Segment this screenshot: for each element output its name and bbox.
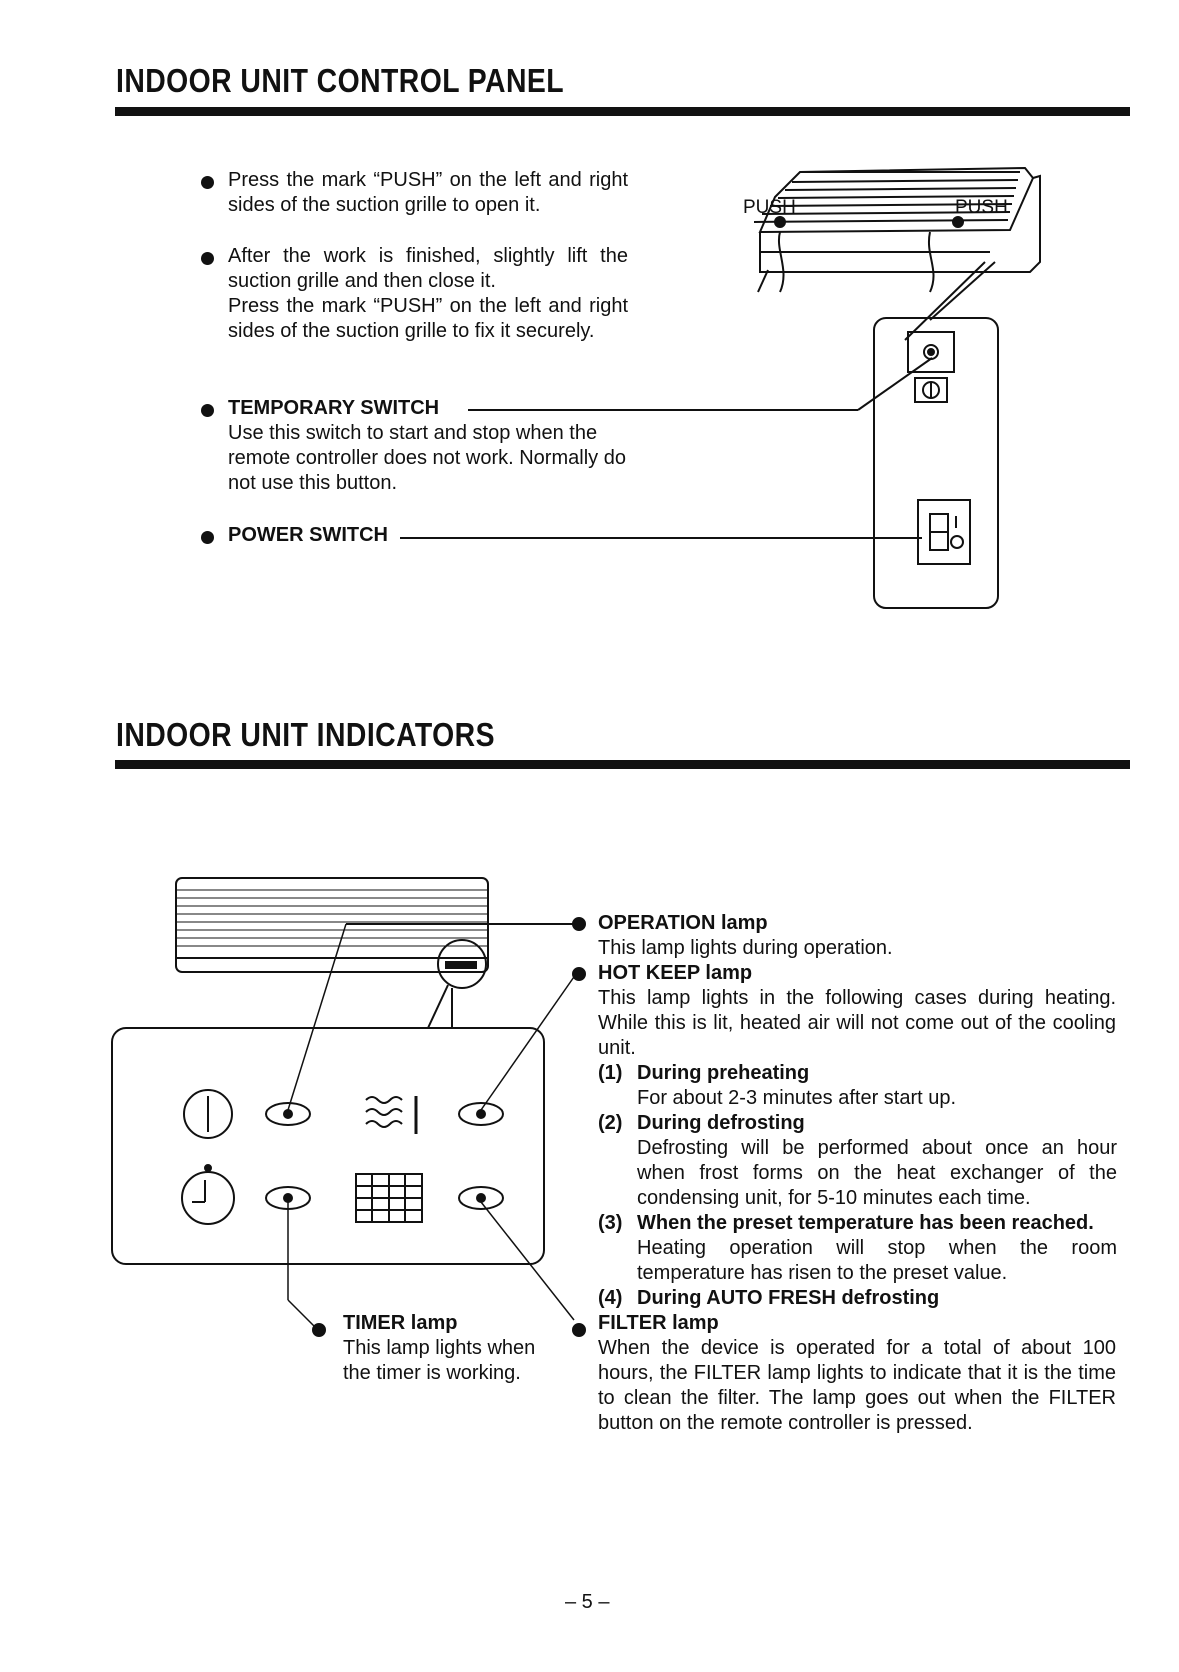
operation-lamp-label: OPERATION lamp — [598, 912, 768, 934]
instruction-close-grille: After the work is finished, slightly lif… — [228, 245, 628, 292]
instruction-fix-grille: Press the mark “PUSH” on the left and ri… — [228, 295, 628, 342]
indicators-diagram — [111, 877, 586, 1337]
power-switch-label: POWER SWITCH — [228, 524, 388, 546]
bullet-dot — [201, 252, 214, 265]
title-rule — [115, 107, 1130, 116]
hot-keep-item-number: (4) — [598, 1287, 623, 1309]
hot-keep-item-number: (1) — [598, 1062, 623, 1084]
hot-keep-item-title: During preheating — [637, 1062, 810, 1084]
hot-keep-item-title: During defrosting — [637, 1112, 805, 1134]
hot-keep-item-desc: For about 2-3 minutes after start up. — [637, 1087, 957, 1109]
push-left-label: PUSH — [743, 197, 796, 218]
hot-keep-item-number: (3) — [598, 1212, 623, 1234]
filter-lamp-desc: When the device is operated for a total … — [598, 1337, 1116, 1434]
instruction-open-grille: Press the mark “PUSH” on the left and ri… — [228, 169, 628, 216]
hot-keep-lamp-desc: This lamp lights in the following cases … — [598, 987, 1116, 1059]
timer-lamp-desc: This lamp lights when the timer is worki… — [343, 1337, 536, 1384]
temporary-switch-label: TEMPORARY SWITCH — [228, 397, 440, 419]
operation-lamp-desc: This lamp lights during operation. — [598, 937, 893, 959]
timer-lamp-label: TIMER lamp — [343, 1312, 458, 1334]
hot-keep-item-desc: Defrosting will be performed about once … — [637, 1137, 1117, 1209]
bullet-dot — [201, 404, 214, 417]
hot-keep-lamp-label: HOT KEEP lamp — [598, 962, 753, 984]
control-panel-diagram: PUSH PUSH — [400, 166, 1041, 609]
page-number: – 5 – — [565, 1591, 610, 1613]
hot-keep-item-title: During AUTO FRESH defrosting — [637, 1287, 940, 1309]
section-title-control-panel: INDOOR UNIT CONTROL PANEL — [116, 62, 565, 99]
hot-keep-item-title: When the preset temperature has been rea… — [637, 1212, 1094, 1234]
push-right-label: PUSH — [955, 197, 1008, 218]
title-rule — [115, 760, 1130, 769]
filter-lamp-label: FILTER lamp — [598, 1312, 719, 1334]
hot-keep-item-desc: Heating operation will stop when the roo… — [637, 1237, 1117, 1284]
temporary-switch-desc: Use this switch to start and stop when t… — [228, 422, 626, 494]
bullet-dot — [201, 176, 214, 189]
hot-keep-item-number: (2) — [598, 1112, 623, 1134]
section-title-indicators: INDOOR UNIT INDICATORS — [116, 716, 495, 753]
bullet-dot — [201, 531, 214, 544]
